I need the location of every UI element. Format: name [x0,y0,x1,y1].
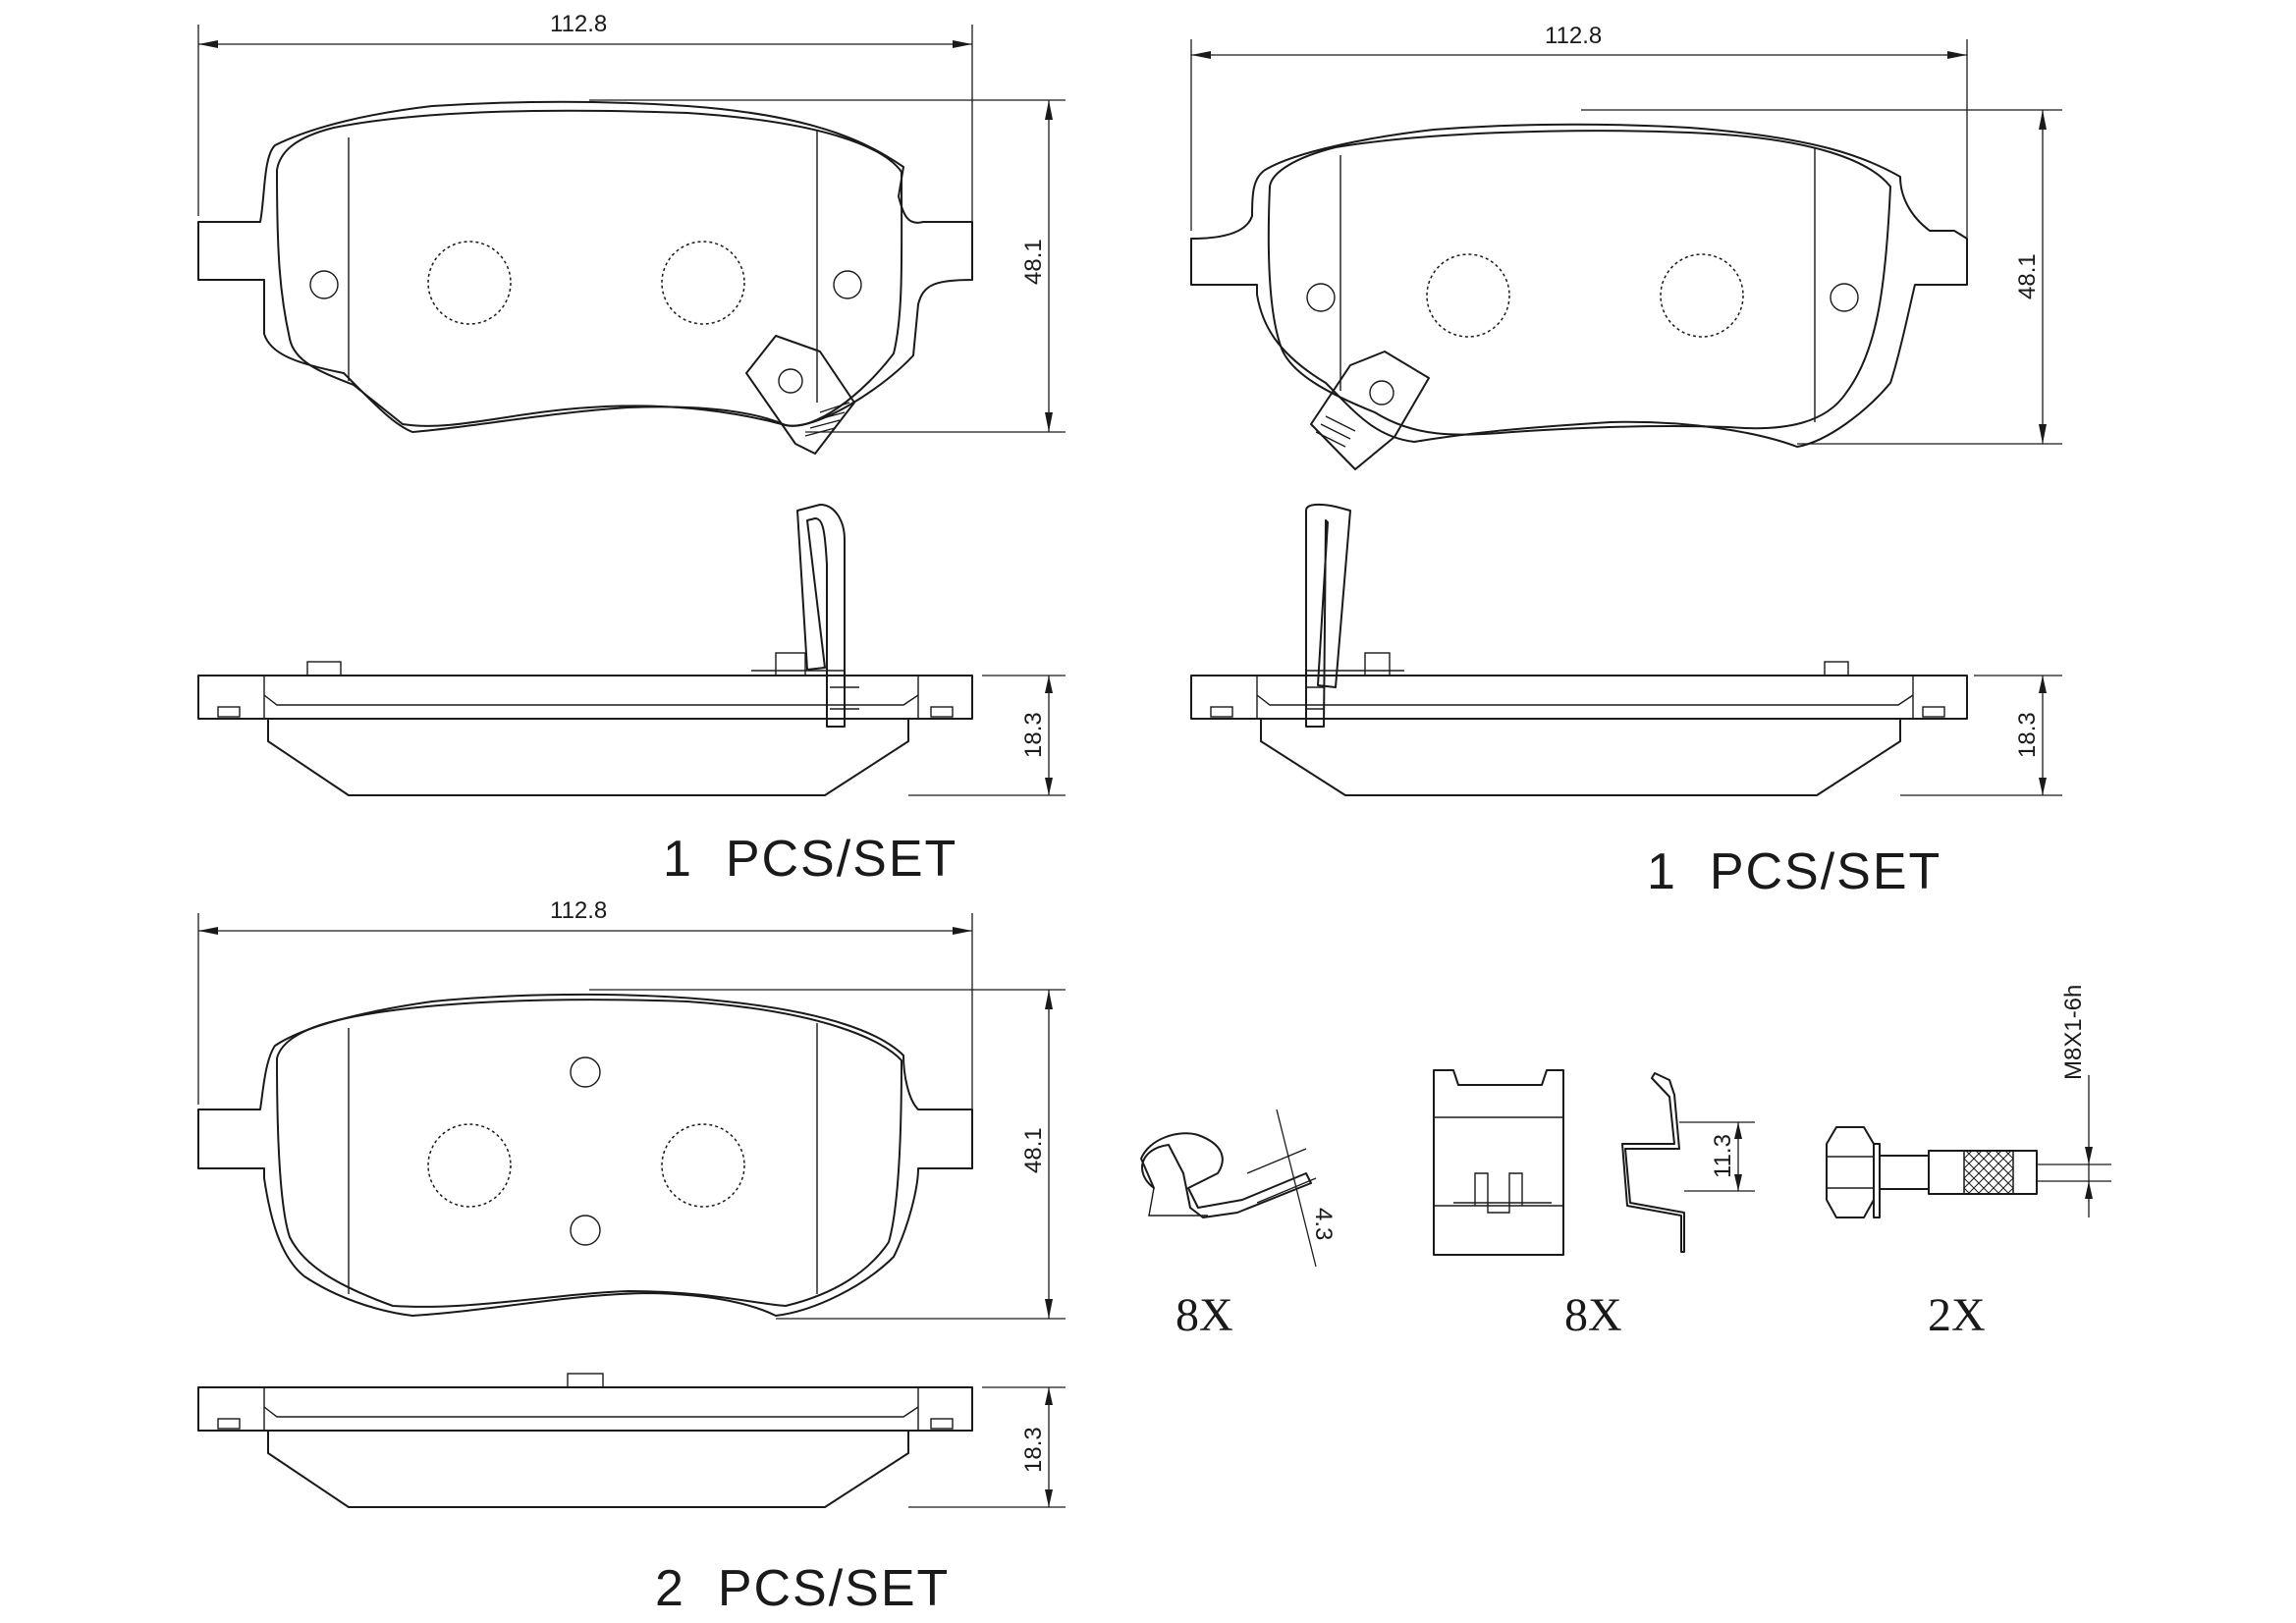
pad-top-right: 112.8 48.1 [1190,23,2062,900]
friction-material-outline [276,109,903,427]
quantity-label: 1 PCS/SET [1647,843,1941,900]
bolt-thread-text: M8X1-6h [2060,985,2087,1080]
pin-hole-right [833,270,862,299]
spring-clip: 4.3 8X [1140,1109,1337,1341]
piston-circle-left [427,1123,512,1208]
thickness-dim-text: 18.3 [1020,712,1047,758]
height-dimension: 48.1 [589,99,1066,433]
pin-hole-bottom [570,1215,601,1246]
friction-material-outline [276,999,902,1308]
width-dimension: 112.8 [197,897,973,1163]
knurled-section [1963,1150,2014,1195]
friction-material-outline [1267,130,1891,436]
guide-bolt: M8X1-6h 2X [1826,985,2111,1341]
backing-plate-outline [197,100,973,433]
pin-hole-left [1306,283,1336,312]
height-dim-text: 48.1 [1020,1127,1047,1173]
quantity-label: 2 PCS/SET [655,1560,950,1617]
wear-sensor [1310,351,1430,470]
pin-hole-top [570,1056,601,1088]
wear-sensor [745,335,855,455]
abutment-clip-dim-text: 11.3 [1710,1134,1736,1178]
abutment-clip-qty: 8X [1564,1289,1622,1341]
pin-hole-right [1830,283,1859,312]
abutment-clip: 11.3 8X [1433,1069,1755,1341]
spring-clip-qty: 8X [1175,1289,1233,1341]
backing-plate-outline [1190,123,1968,448]
backing-plate-outline [197,993,973,1317]
piston-circle-right [661,241,745,325]
width-dimension: 112.8 [197,11,973,275]
thickness-dim-text: 18.3 [2014,712,2041,758]
side-view: 18.3 [197,1373,1066,1508]
piston-circle-left [1426,253,1510,338]
piston-circle-right [661,1123,745,1208]
piston-circle-left [427,241,512,325]
width-dimension: 112.8 [1190,23,1968,280]
width-dim-text: 112.8 [550,11,607,37]
height-dim-text: 48.1 [2014,253,2041,299]
pad-top-left: 112.8 48.1 [197,11,1066,888]
height-dimension: 48.1 [1581,109,2062,445]
bolt-qty: 2X [1928,1289,1986,1341]
height-dim-text: 48.1 [1020,239,1047,285]
side-view: 18.3 [197,504,1066,796]
pad-bottom: 112.8 48.1 18.3 2 PCS/SET [197,897,1066,1617]
piston-circle-right [1660,253,1744,338]
spring-clip-dim-text: 4.3 [1310,1208,1337,1240]
height-dimension: 48.1 [589,989,1066,1320]
pin-hole-left [309,270,339,299]
width-dim-text: 112.8 [550,897,607,924]
quantity-label: 1 PCS/SET [663,831,957,888]
side-view: 18.3 [1190,503,2062,796]
width-dim-text: 112.8 [1545,23,1602,49]
thickness-dim-text: 18.3 [1020,1427,1047,1473]
